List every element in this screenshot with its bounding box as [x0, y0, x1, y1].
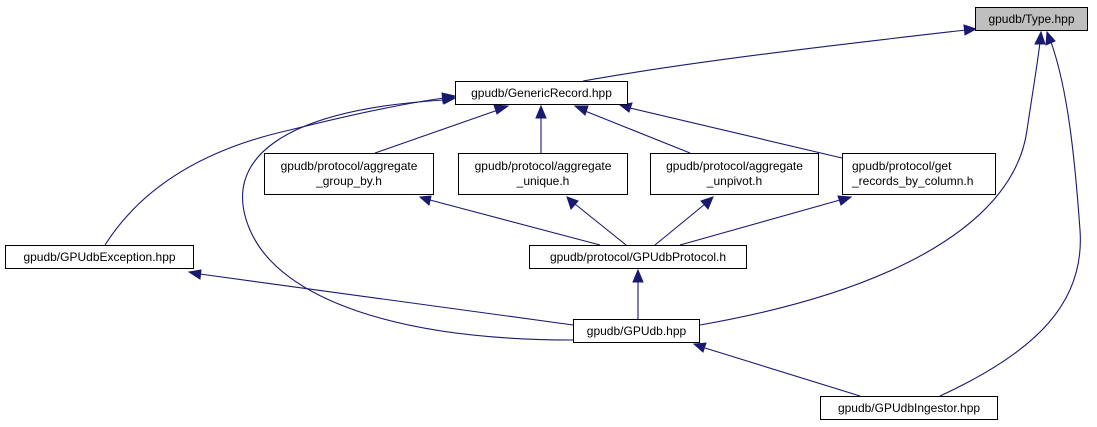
- edge-protocol-to-agg-unpivot: [654, 203, 706, 246]
- node-gpudbingestor-hpp[interactable]: gpudb/GPUdbIngestor.hpp: [820, 396, 998, 420]
- node-label-line1: gpudb/protocol/aggregate: [474, 159, 612, 173]
- edge-exception-to-generic: [104, 97, 445, 246]
- node-genericrecord-hpp[interactable]: gpudb/GenericRecord.hpp: [455, 81, 628, 105]
- arrowhead: [1045, 30, 1056, 46]
- node-label-line1: gpudb/protocol/get: [852, 159, 952, 173]
- node-gpudbexception-hpp[interactable]: gpudb/GPUdbException.hpp: [5, 245, 194, 269]
- arrowhead: [442, 94, 457, 105]
- edge-agg-group-to-generic: [374, 109, 499, 154]
- node-aggregate-unique-h[interactable]: gpudb/protocol/aggregate _unique.h: [458, 153, 628, 195]
- edge-gpudb-to-exception: [199, 273, 574, 326]
- node-label-line2: _unique.h: [516, 174, 570, 188]
- edge-ingestor-to-type: [939, 41, 1081, 397]
- edge-genericrecord-to-type: [582, 29, 967, 82]
- edge-protocol-to-agg-group: [429, 199, 601, 246]
- node-label: gpudb/GPUdbIngestor.hpp: [837, 400, 981, 415]
- node-gpudbprotocol-h[interactable]: gpudb/protocol/GPUdbProtocol.h: [529, 245, 747, 269]
- edge-protocol-to-get-records: [679, 199, 841, 246]
- arrowhead: [837, 195, 853, 206]
- node-label-line1: gpudb/protocol/aggregate: [666, 159, 803, 173]
- arrowhead: [692, 342, 707, 353]
- edge-get-records-to-generic: [629, 107, 843, 159]
- node-label: gpudb/GenericRecord.hpp: [471, 85, 612, 100]
- node-label-line2: _records_by_column.h: [852, 174, 974, 188]
- node-aggregate-group-by-h[interactable]: gpudb/protocol/aggregate _group_by.h: [264, 153, 434, 195]
- arrowhead: [566, 196, 579, 210]
- node-label-line2: _unpivot.h: [706, 174, 763, 188]
- edge-gpudb-to-generic: [242, 99, 574, 341]
- node-get-records-by-column-h[interactable]: gpudb/protocol/get _records_by_column.h: [842, 153, 996, 195]
- node-label: gpudb/GPUdb.hpp: [586, 323, 687, 338]
- arrowhead: [187, 269, 202, 280]
- node-label: gpudb/Type.hpp: [988, 11, 1075, 26]
- edge-ingestor-to-gpudb: [704, 347, 861, 397]
- arrowhead: [963, 24, 978, 36]
- node-label-line1: gpudb/protocol/aggregate: [280, 159, 418, 173]
- edge-gpudb-to-type: [699, 41, 1041, 326]
- arrowhead: [493, 104, 510, 115]
- arrowhead: [1034, 30, 1046, 45]
- arrowhead: [418, 195, 432, 206]
- edge-agg-unpivot-to-generic: [584, 110, 691, 154]
- node-label: gpudb/protocol/GPUdbProtocol.h: [549, 249, 727, 264]
- node-gpudb-hpp[interactable]: gpudb/GPUdb.hpp: [573, 319, 700, 343]
- arrowhead: [535, 104, 547, 119]
- arrowhead: [573, 105, 589, 116]
- node-label: gpudb/GPUdbException.hpp: [23, 249, 176, 264]
- node-label-line2: _group_by.h: [316, 174, 382, 188]
- node-aggregate-unpivot-h[interactable]: gpudb/protocol/aggregate _unpivot.h: [650, 153, 819, 195]
- edge-protocol-to-agg-unique: [574, 203, 627, 246]
- arrowhead: [700, 196, 714, 210]
- node-type-hpp: gpudb/Type.hpp: [975, 7, 1088, 31]
- arrowhead: [632, 268, 644, 283]
